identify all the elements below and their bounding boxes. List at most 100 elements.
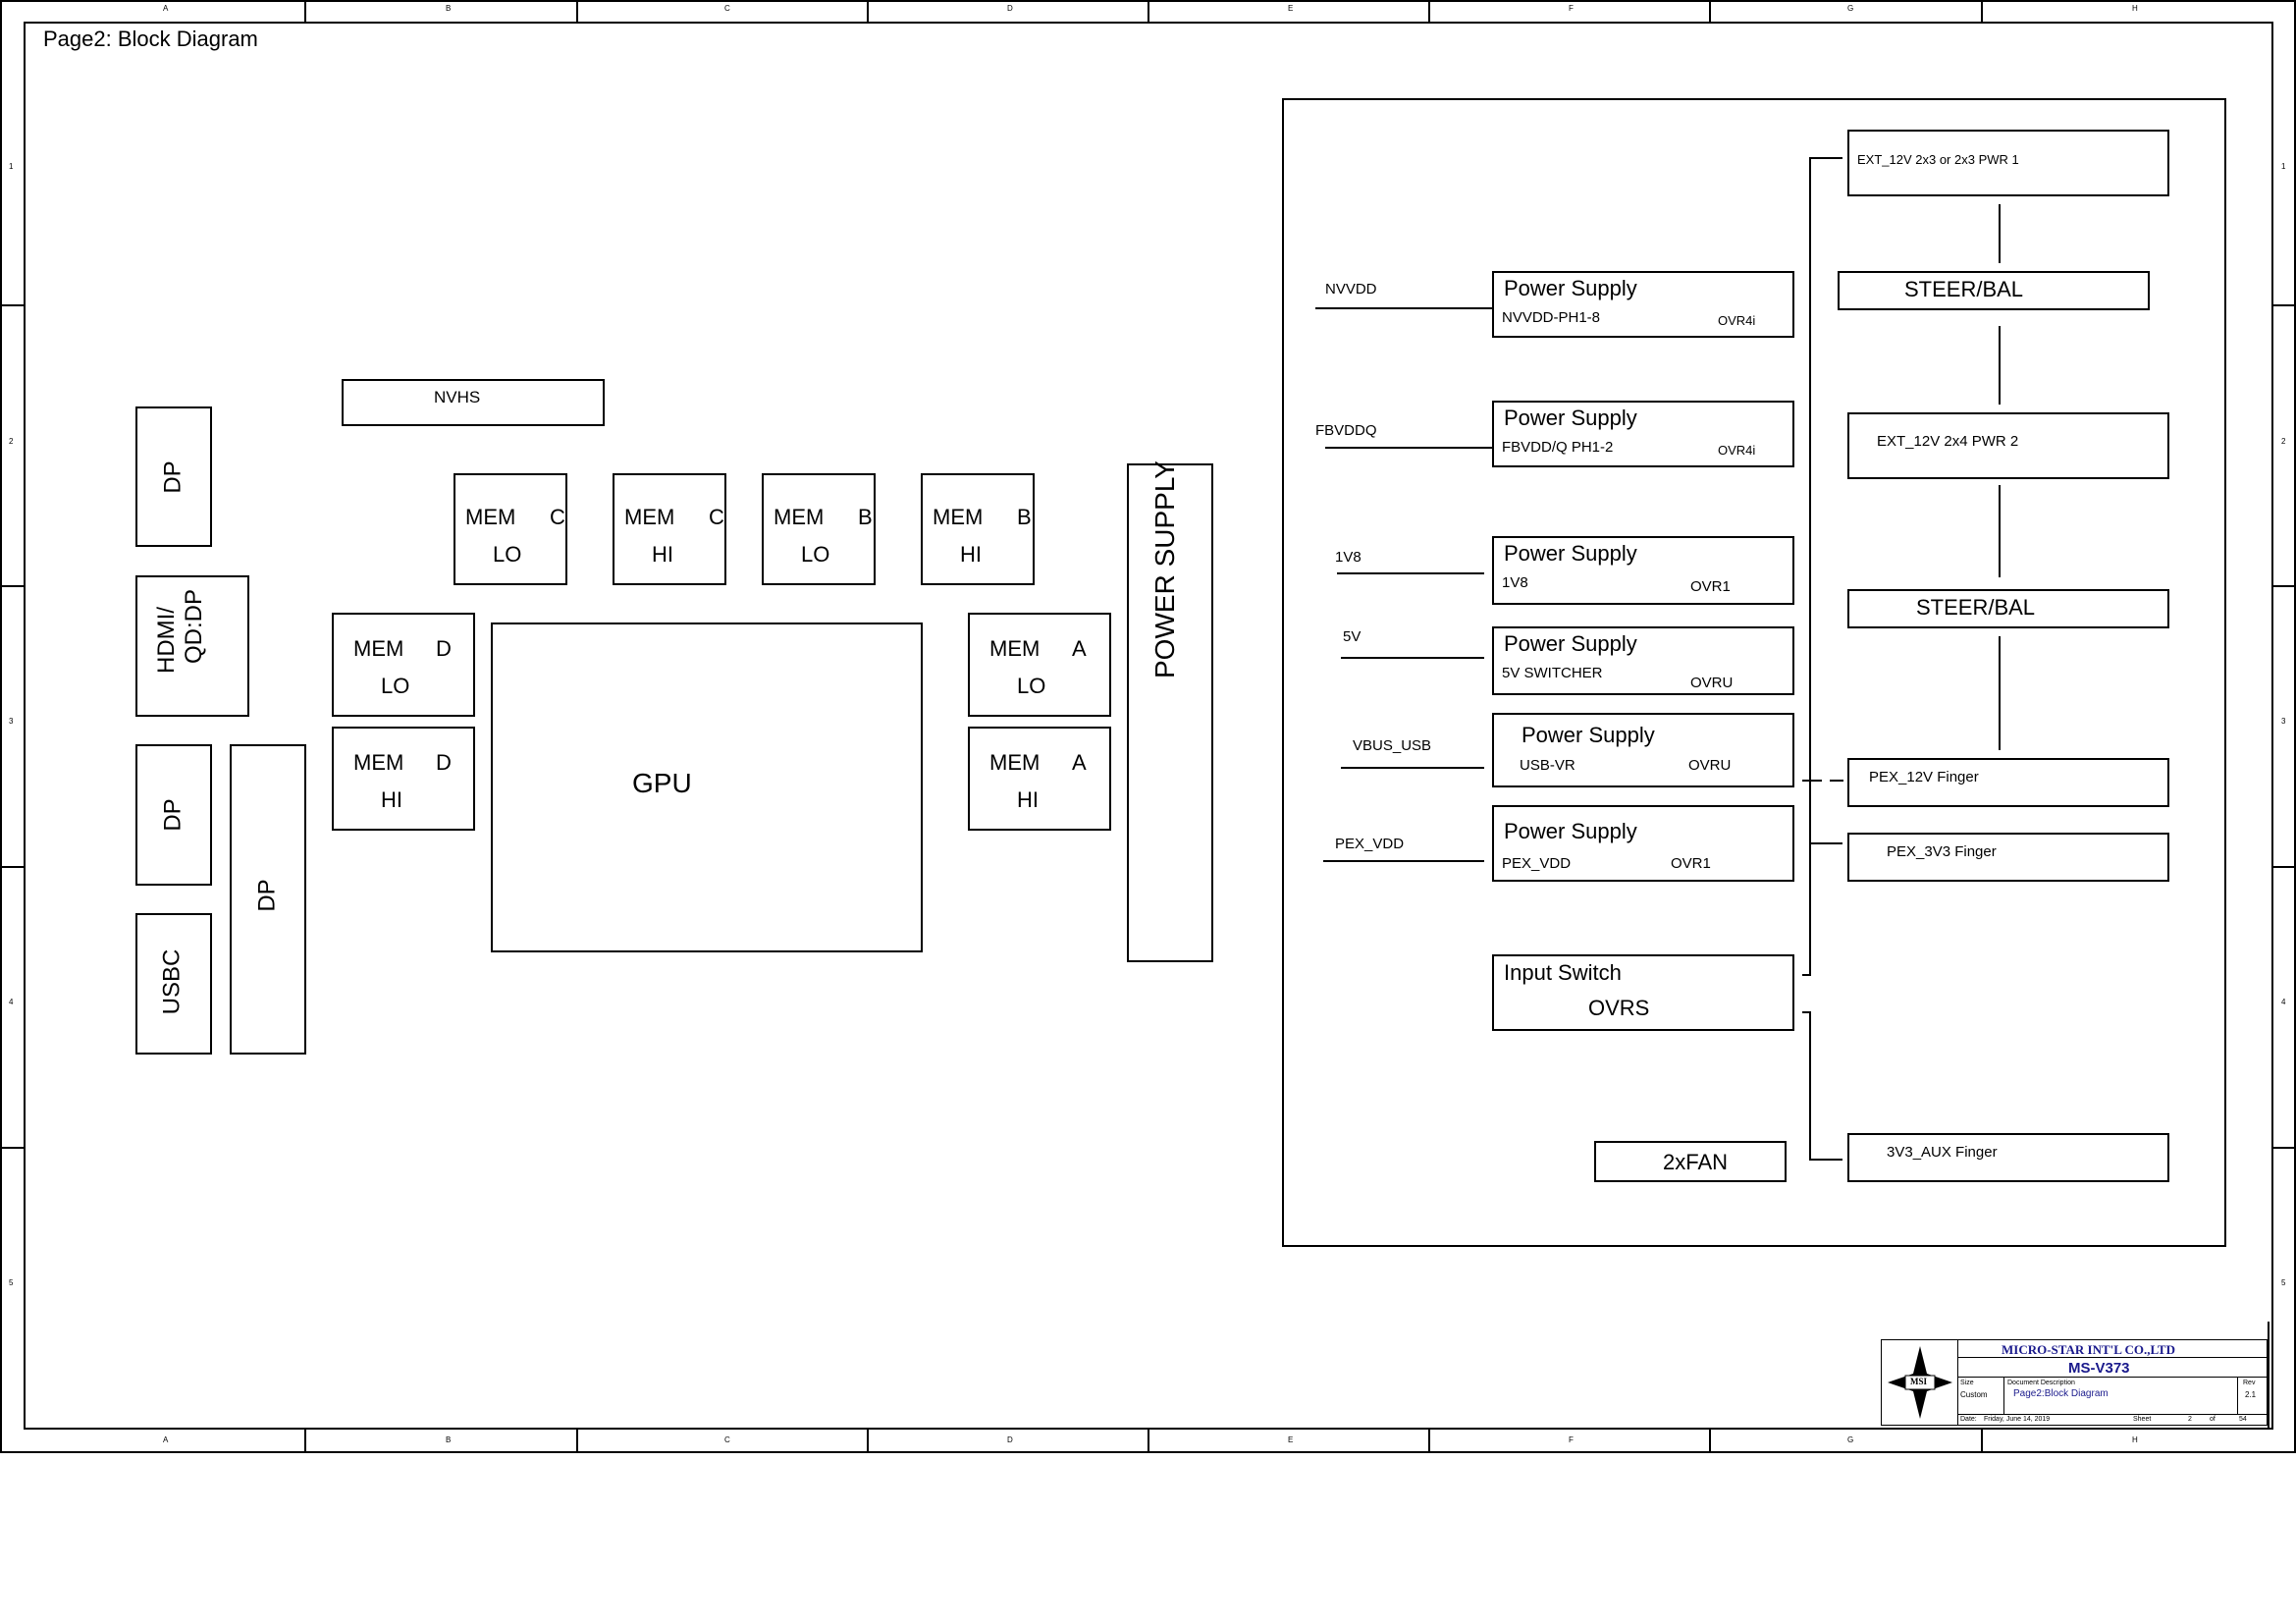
- title-block: MSI MICRO-STAR INT'L CO.,LTD MS-V373 Siz…: [1881, 1339, 2268, 1426]
- zone-label: D: [1007, 1435, 1013, 1444]
- mem-label: MEM: [933, 505, 984, 529]
- fan-label: 2xFAN: [1663, 1150, 1729, 1174]
- rail-label: FBVDDQ: [1315, 422, 1377, 439]
- zone-divider: [2273, 304, 2296, 306]
- hdmi-connector: HDMI/ QD:DP: [135, 575, 249, 717]
- ps-ctrl: OVRU: [1688, 757, 1732, 774]
- zone-label: G: [1847, 1435, 1854, 1444]
- mem-label: MEM: [774, 505, 825, 529]
- zone-divider: [1981, 1430, 1983, 1453]
- zone-label: E: [1288, 1435, 1294, 1444]
- zone-label: A: [163, 4, 169, 13]
- date-label: Date:: [1960, 1416, 1977, 1423]
- ps-title: Power Supply: [1504, 631, 1637, 656]
- zone-label: 4: [9, 998, 14, 1006]
- mem-bank: HI: [960, 542, 982, 567]
- zone-divider: [1709, 1430, 1711, 1453]
- ps-sub: 1V8: [1502, 574, 1528, 591]
- sheet-label: Sheet: [2133, 1416, 2152, 1423]
- zone-label: 5: [9, 1278, 14, 1287]
- ps-sub: PEX_VDD: [1502, 855, 1572, 872]
- bus-line: [1809, 1011, 1811, 1159]
- zone-label: C: [724, 4, 730, 13]
- zone-divider: [1428, 0, 1430, 22]
- zone-label: H: [2132, 4, 2138, 13]
- rail-label: VBUS_USB: [1353, 737, 1432, 754]
- mem-label: MEM: [624, 505, 675, 529]
- bus-line: [1809, 1159, 1842, 1161]
- msi-logo-icon: [1888, 1346, 1952, 1419]
- dp-label: DP: [159, 460, 187, 494]
- input-label: PEX_12V Finger: [1869, 769, 1979, 785]
- zone-label: C: [724, 1435, 730, 1444]
- ps-ctrl: OVRU: [1690, 675, 1734, 691]
- info-row: Size Custom Document Description Page2:B…: [1958, 1378, 2267, 1415]
- company-row: MICRO-STAR INT'L CO.,LTD: [1958, 1340, 2267, 1358]
- usbc-label: USBC: [158, 948, 186, 1015]
- rail-label: PEX_VDD: [1335, 836, 1405, 852]
- input-switch-title: Input Switch: [1504, 960, 1622, 985]
- mem-c-lo: MEM C LO: [454, 473, 567, 585]
- bus-line: [1830, 780, 1843, 782]
- mem-bank: HI: [381, 787, 402, 812]
- power-supply-pex-vdd: Power Supply PEX_VDD OVR1: [1492, 805, 1794, 882]
- ps-sub: 5V SWITCHER: [1502, 665, 1603, 681]
- mem-label: MEM: [989, 750, 1041, 775]
- nvhs-label: NVHS: [434, 388, 481, 406]
- rail-label: 5V: [1343, 628, 1362, 645]
- mem-bank: HI: [1017, 787, 1039, 812]
- zone-label: E: [1288, 4, 1294, 13]
- ext-12v-pwr2: EXT_12V 2x4 PWR 2: [1847, 412, 2169, 479]
- connector-line: [1999, 204, 2001, 263]
- rail-line: [1323, 860, 1484, 862]
- fan-block: 2xFAN: [1594, 1141, 1787, 1182]
- rev-label: Rev: [2243, 1380, 2256, 1386]
- mem-bank: LO: [801, 542, 830, 567]
- mem-bank: LO: [493, 542, 522, 567]
- mem-bank: LO: [1017, 674, 1046, 698]
- zone-divider: [576, 0, 578, 22]
- mem-channel: D: [436, 750, 452, 775]
- zone-divider: [2273, 1147, 2296, 1149]
- mem-label: MEM: [353, 636, 404, 661]
- zone-divider: [576, 1430, 578, 1453]
- zone-label: 1: [9, 162, 14, 171]
- bus-line: [1809, 157, 1811, 974]
- input-label: EXT_12V 2x4 PWR 2: [1877, 433, 2019, 450]
- nvhs-block: NVHS: [342, 379, 605, 426]
- zone-label: 5: [2281, 1278, 2286, 1287]
- gpu-block: GPU: [491, 623, 923, 952]
- title-block-edge: [2268, 1322, 2269, 1430]
- power-supply-usb: Power Supply USB-VR OVRU: [1492, 713, 1794, 787]
- ps-title: Power Supply: [1504, 406, 1637, 430]
- power-supply-nvvdd: Power Supply NVVDD-PH1-8 OVR4i: [1492, 271, 1794, 338]
- sheet-value: 2: [2188, 1416, 2192, 1423]
- date-value: Friday, June 14, 2019: [1984, 1416, 2051, 1423]
- mem-a-hi: MEM A HI: [968, 727, 1111, 831]
- usbc-connector: USBC: [135, 913, 212, 1055]
- ps-ctrl: OVR1: [1671, 855, 1711, 872]
- connector-line: [1999, 485, 2001, 577]
- mem-b-hi: MEM B HI: [921, 473, 1035, 585]
- ps-title: Power Supply: [1504, 819, 1637, 843]
- zone-divider: [0, 866, 24, 868]
- mem-label: MEM: [989, 636, 1041, 661]
- dp-connector-3: DP: [230, 744, 306, 1055]
- mem-d-hi: MEM D HI: [332, 727, 475, 831]
- zone-label: H: [2132, 1435, 2138, 1444]
- input-label: 3V3_AUX Finger: [1887, 1144, 1998, 1161]
- gpu-label: GPU: [632, 768, 692, 798]
- pex-3v3-finger: PEX_3V3 Finger: [1847, 833, 2169, 882]
- mem-channel: C: [550, 505, 565, 529]
- page-title: Page2: Block Diagram: [43, 27, 258, 51]
- power-supply-1v8: Power Supply 1V8 OVR1: [1492, 536, 1794, 605]
- zone-divider: [0, 1147, 24, 1149]
- doc-label: Document Description: [2007, 1380, 2075, 1386]
- steer-bal-2: STEER/BAL: [1847, 589, 2169, 628]
- date-row: Date: Friday, June 14, 2019 Sheet 2 of 5…: [1958, 1415, 2267, 1425]
- mem-bank: LO: [381, 674, 410, 698]
- mem-channel: C: [709, 505, 724, 529]
- logo-text: MSI: [1910, 1377, 1928, 1386]
- zone-label: A: [163, 1435, 169, 1444]
- mem-d-lo: MEM D LO: [332, 613, 475, 717]
